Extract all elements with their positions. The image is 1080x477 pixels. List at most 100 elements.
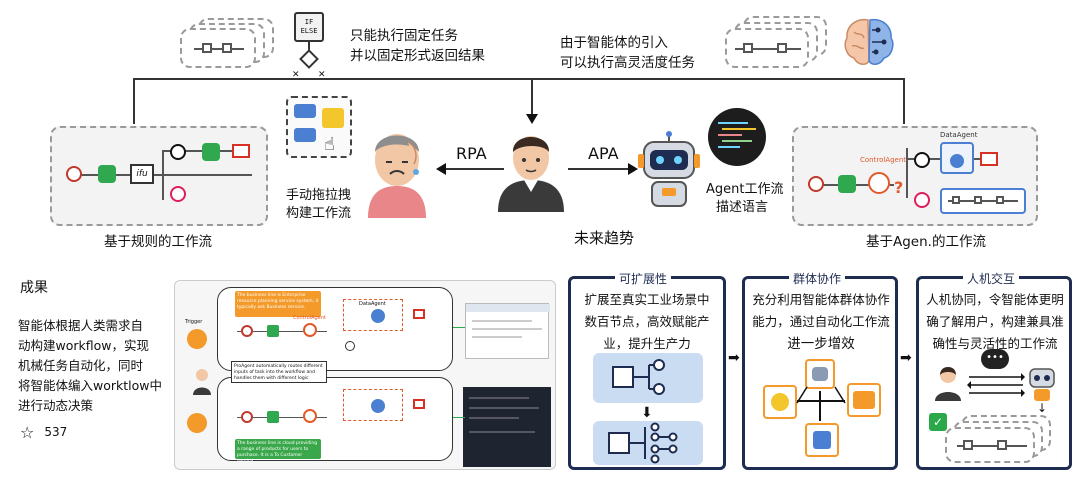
top-connector-line xyxy=(133,78,904,80)
drag-build-line1: 手动拖拉拽 xyxy=(286,188,352,203)
rule-if-node: ifu xyxy=(130,164,154,184)
trigger-node-bottom xyxy=(187,413,207,433)
if-else-label: IF ELSE xyxy=(294,12,324,42)
agent-desc-line2: 描述语言 xyxy=(716,200,769,215)
scalability-line1: 扩展至真实工业场景中 xyxy=(584,292,710,307)
screenshot-control-agent-label: ControlAgent xyxy=(293,315,326,321)
result-body-line5: 进行动态决策 xyxy=(18,398,94,413)
apa-label: APA xyxy=(588,144,619,163)
collaboration-line1: 充分利用智能体群体协作 xyxy=(752,292,890,307)
agent-gmail-node-icon xyxy=(980,152,998,166)
swarm-agent-right-icon xyxy=(847,383,881,417)
top-connector-left-drop xyxy=(133,78,135,124)
scale-down-arrow-icon: ⬇ xyxy=(641,405,653,421)
control-agent-node xyxy=(868,172,890,194)
sheet-node-icon xyxy=(98,165,116,183)
collaboration-line2: 能力，通过自动化工作流 xyxy=(752,314,890,329)
callout-cloud: The business line is cloud providing a r… xyxy=(235,439,321,464)
star-count: 537 xyxy=(44,425,68,439)
check-icon: ✓ xyxy=(929,413,947,431)
scalability-line2: 数百节点，高效赋能产 xyxy=(584,314,710,329)
agent-workflow-stack-icon xyxy=(725,16,830,68)
large-tree-diagram xyxy=(593,421,703,465)
sheet-node-2-icon xyxy=(202,143,220,161)
hci-exchange-arrows xyxy=(967,373,1025,397)
agent-subflow xyxy=(940,188,1026,214)
control-agent-label: ControlAgent xyxy=(860,156,907,164)
hci-line1: 人机协同，令智能体更明 xyxy=(926,292,1064,307)
fixed-task-line2: 并以固定形式返回结果 xyxy=(350,48,485,64)
rule-based-caption: 基于规则的工作流 xyxy=(104,234,212,250)
center-down-arrow xyxy=(526,114,538,124)
code-screen-icon xyxy=(708,108,766,166)
drag-drop-illustration: ☝ xyxy=(286,96,352,158)
hci-down-arrow-icon: ↓ xyxy=(1037,401,1048,415)
hci-person-icon xyxy=(933,365,963,401)
star-button[interactable]: ☆ 537 xyxy=(20,422,67,442)
data-agent-label: DataAgent xyxy=(940,131,978,139)
top-connector-center-drop xyxy=(531,78,533,116)
rpa-arrow-line xyxy=(444,168,504,170)
apa-arrow-head xyxy=(628,163,638,175)
frustrated-person-icon xyxy=(360,122,434,218)
hci-line2: 确了解用户，构建兼具准 xyxy=(926,314,1064,329)
swarm-links xyxy=(796,386,846,421)
callout-routing: ProAgent automatically routes different … xyxy=(231,361,327,383)
star-icon: ☆ xyxy=(20,422,35,442)
result-body-line4: 将智能体编入worktlow中 xyxy=(18,378,162,393)
rule-based-workflow-box: ifu xyxy=(50,126,268,226)
hci-line3: 确性与灵活性的工作流 xyxy=(932,336,1058,351)
small-tree-diagram xyxy=(593,353,703,403)
hci-workflow-stack-icon xyxy=(945,415,1053,465)
trigger-node-top xyxy=(187,329,207,349)
sync-node-icon xyxy=(170,144,186,160)
rpa-arrow-head xyxy=(436,163,446,175)
hand-pointer-icon: ☝ xyxy=(324,134,335,155)
scalability-title: 可扩展性 xyxy=(615,270,672,287)
webhook-node-icon xyxy=(66,166,82,182)
agent-slack-node-icon xyxy=(914,192,930,208)
panel-arrow-1-icon: ➡ xyxy=(728,350,740,366)
robot-icon xyxy=(636,130,702,210)
person-icon xyxy=(494,126,568,212)
fixed-workflow-stack-icon xyxy=(180,18,275,68)
agent-intro-line2: 可以执行高灵活度任务 xyxy=(560,55,695,71)
scalability-line3: 业，提升生产力 xyxy=(603,336,691,351)
collaboration-title: 群体协作 xyxy=(789,270,846,287)
result-body-line1: 智能体根据人类需求自 xyxy=(18,318,144,333)
swarm-agent-top-icon xyxy=(805,359,835,389)
collaboration-line3: 进一步增效 xyxy=(787,336,855,352)
slack-node-icon xyxy=(170,186,186,202)
result-body-line3: 机械任务自动化，同时 xyxy=(18,358,144,373)
top-connector-right-drop xyxy=(903,78,905,124)
future-trend-caption: 未来趋势 xyxy=(574,229,635,247)
question-mark-icon: ? xyxy=(894,178,904,197)
rpa-label: RPA xyxy=(456,144,487,163)
callout-erp: The business line is Enterprise resource… xyxy=(235,291,321,317)
hci-panel: 人机交互 人机协同，令智能体更明 确了解用户，构建兼具准 确性与灵活性的工作流 … xyxy=(916,270,1072,470)
swarm-agent-left-icon xyxy=(763,385,797,419)
hci-title: 人机交互 xyxy=(963,270,1020,287)
data-agent-box xyxy=(940,142,974,174)
collaboration-panel: 群体协作 充分利用智能体群体协作 能力，通过自动化工作流 进一步增效 xyxy=(742,270,898,470)
swarm-agent-bottom-icon xyxy=(805,423,839,457)
proagent-screenshot: The business line is Enterprise resource… xyxy=(174,280,556,470)
screenshot-trigger-label: Trigger xyxy=(185,319,203,325)
drag-build-line2: 构建工作流 xyxy=(286,206,352,221)
agent-based-caption: 基于Agen.的工作流 xyxy=(866,234,986,250)
agent-sync-node-icon xyxy=(914,152,930,168)
brain-circuit-icon xyxy=(840,14,898,70)
agent-webhook-node-icon xyxy=(808,176,824,192)
chat-window-thumbnail xyxy=(463,387,551,467)
hci-robot-icon xyxy=(1027,365,1057,401)
agent-sheet-node-icon xyxy=(838,175,856,193)
screenshot-person-icon xyxy=(191,367,213,395)
agent-intro-line1: 由于智能体的引入 xyxy=(560,35,668,51)
email-window-thumbnail xyxy=(465,303,550,359)
scalability-panel: 可扩展性 扩展至真实工业场景中 数百节点，高效赋能产 业，提升生产力 ⬇ xyxy=(568,270,726,470)
result-title: 成果 xyxy=(20,280,48,296)
screenshot-data-agent-label: DataAgent xyxy=(359,301,386,307)
gmail-node-icon xyxy=(232,144,250,158)
if-else-flowchart-icon: IF ELSE ✕ ✕ xyxy=(290,12,330,80)
panel-arrow-2-icon: ➡ xyxy=(900,350,912,366)
